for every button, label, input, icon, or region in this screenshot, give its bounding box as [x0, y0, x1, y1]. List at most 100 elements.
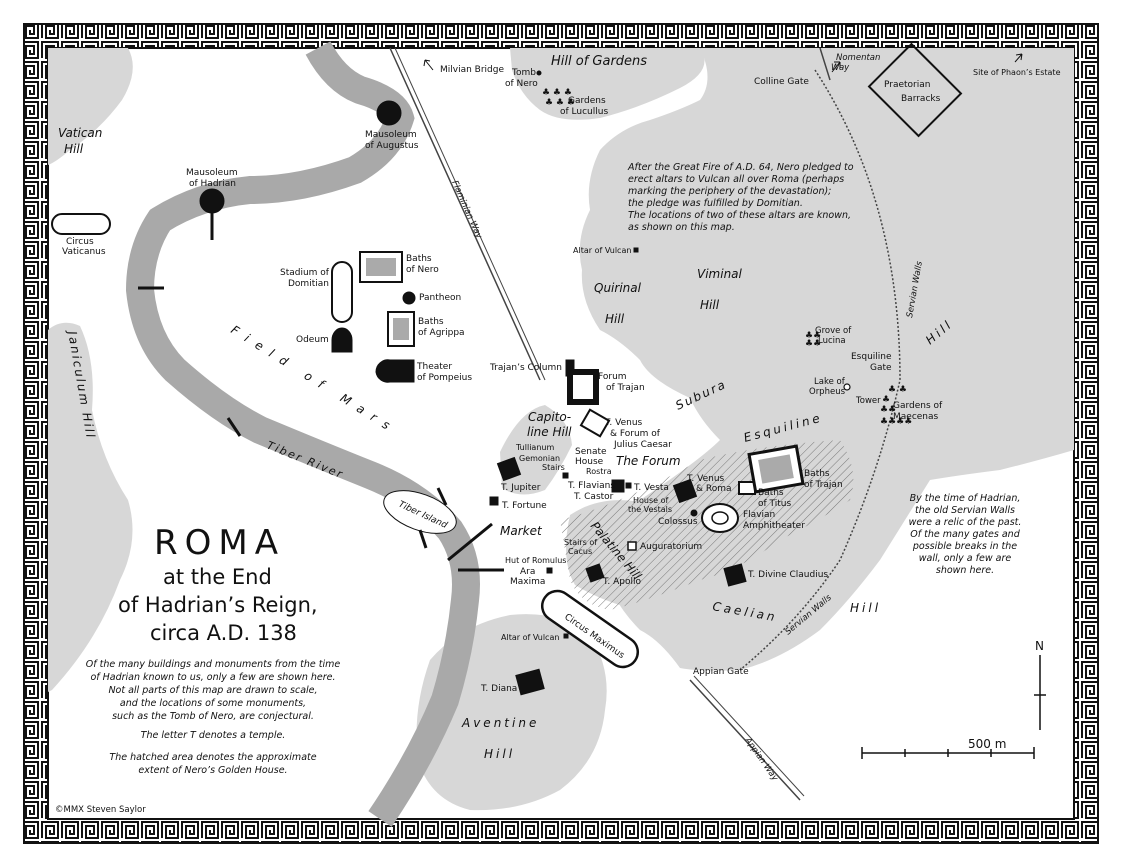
pantheon-marker: [402, 291, 416, 305]
mausoleum-augustus-label: of Augustus: [365, 141, 419, 151]
praetorian-label: Praetorian: [884, 80, 930, 90]
esquiline-gate-label: Gate: [870, 363, 892, 373]
flavian-amphitheater-shape: [701, 503, 739, 533]
gemonian-label: Stairs: [542, 463, 565, 472]
altar-vulcan-2-marker: [563, 633, 569, 639]
altar-vulcan-1-marker: [633, 247, 639, 253]
vesta-marker: [625, 482, 632, 489]
venus-caesar-label: Julius Caesar: [613, 440, 672, 450]
hill-of-gardens-area: [510, 48, 705, 120]
hatch-line: The hatched area denotes the approximate: [109, 752, 316, 763]
grove-lucina-label: Grove of: [815, 326, 852, 336]
baths-titus-shape: [738, 481, 756, 495]
roads: [389, 47, 901, 801]
flavians-label: T. Flavians: [567, 481, 615, 491]
forum-trajan-label: Forum: [598, 372, 627, 382]
svg-text:♣ ♣: ♣ ♣: [888, 385, 907, 395]
milvian-bridge-label: Milvian Bridge: [440, 65, 504, 75]
walls-line: were a relic of the past.: [909, 517, 1022, 528]
diana-label: T. Diana: [480, 684, 517, 694]
tree-glyphs: ♣ ♣ ♣♣ ♣ ♣ ♣♣♣♣ ♣ ♣♣ ♣♣♣♣♣♣: [542, 88, 912, 427]
hatch-line: extent of Nero’s Golden House.: [138, 765, 287, 776]
svg-text:♣♣: ♣♣: [805, 339, 821, 349]
fortune-marker: [489, 496, 499, 506]
direction-arrows: [423, 53, 1023, 73]
baths-trajan-label: Baths: [804, 469, 830, 479]
copyright-text: ©MMX Steven Saylor: [55, 805, 146, 815]
tower-label: Tower: [855, 396, 881, 406]
stadium-domitian-shape: [331, 261, 353, 323]
hill-of-gardens-label: Hill of Gardens: [551, 54, 647, 69]
apollo-marker: [585, 563, 605, 583]
title-line-2: of Hadrian’s Reign,: [118, 593, 318, 617]
hut-romulus-label: Hut of Romulus: [505, 556, 566, 565]
north-arrow-icon: [1034, 655, 1046, 730]
viminal-hill-label: Hill: [700, 298, 720, 312]
fire-line: the pledge was fulfilled by Domitian.: [628, 198, 803, 209]
circus-vaticanus-label: Vaticanus: [62, 247, 106, 257]
mausoleum-augustus-marker: [376, 100, 402, 126]
aventine-hill-label: Aventine: [461, 716, 539, 730]
title-line-1: at the End: [163, 565, 272, 589]
stairs-cacus-label: Stairs of: [564, 538, 597, 547]
appian-gate-label: Appian Gate: [693, 667, 749, 677]
fire-line: erect altars to Vulcan all over Roma (pe…: [628, 174, 844, 185]
intro-note: Of the many buildings and monuments from…: [86, 659, 341, 776]
vatican-hill-area: [48, 48, 133, 165]
scale-label: 500 m: [968, 737, 1006, 751]
mausoleum-hadrian-label: of Hadrian: [189, 179, 236, 189]
auguratorium-marker: [627, 541, 637, 551]
gardens-maecenas-label: Maecenas: [893, 412, 939, 422]
stadium-label: Stadium of: [280, 268, 330, 278]
walls-note: By the time of Hadrian, the old Servian …: [909, 493, 1022, 576]
esquiline-gate-label: Esquiline: [851, 352, 892, 362]
walls-line: shown here.: [936, 565, 994, 576]
fortune-label: T. Fortune: [501, 501, 547, 511]
ara-maxima-label: Ara: [520, 567, 535, 577]
nomentan-way-label: Way: [831, 63, 850, 73]
intro-line: of Hadrian known to us, only a few are s…: [90, 672, 335, 683]
jupiter-label: T. Jupiter: [500, 483, 541, 493]
janiculum-hill-area: [48, 322, 133, 692]
odeum-label: Odeum: [296, 335, 329, 345]
diana-marker: [515, 668, 545, 696]
phaon-label: Site of Phaon’s Estate: [973, 68, 1061, 77]
intro-line: Of the many buildings and monuments from…: [86, 659, 341, 670]
gardens-lucullus-label: Gardens: [568, 96, 606, 106]
forum-trajan-shape: [567, 369, 599, 405]
mausoleum-augustus-label: Mausoleum: [365, 130, 417, 140]
claudius-marker: [723, 563, 747, 587]
trajans-column-label: Trajan’s Column: [489, 363, 562, 373]
intro-line: Not all parts of this map are drawn to s…: [108, 685, 317, 696]
mausoleum-hadrian-label: Mausoleum: [186, 168, 238, 178]
forum-trajan-label: of Trajan: [606, 383, 645, 393]
vatican-hill-label: Hill: [64, 142, 84, 156]
venus-roma-marker: [672, 478, 698, 504]
house-vestals-label: House of: [633, 496, 669, 505]
svg-text:♣♣♣♣: ♣♣♣♣: [880, 417, 912, 427]
svg-text:♣ ♣ ♣: ♣ ♣ ♣: [545, 98, 575, 108]
gardens-maecenas-label: Gardens of: [893, 401, 943, 411]
walls-line: Of the many gates and: [910, 529, 1020, 540]
walls-line: wall, only a few are: [919, 553, 1012, 564]
title-line-3: circa A.D. 138: [150, 621, 297, 645]
apollo-label: T. Apollo: [602, 577, 642, 587]
baths-titus-label: of Titus: [758, 499, 791, 509]
svg-text:♣ ♣ ♣: ♣ ♣ ♣: [542, 88, 572, 98]
stairs-cacus-label: Cacus: [568, 547, 592, 556]
nomentan-way-label: Nomentan: [836, 53, 880, 63]
circus-maximus-shape: [540, 589, 640, 669]
svg-text:♣: ♣: [882, 395, 890, 405]
fire-line: After the Great Fire of A.D. 64, Nero pl…: [627, 162, 854, 173]
theater-pompeius-shape: [375, 359, 415, 383]
fire-line: The locations of two of these altars are…: [628, 210, 851, 221]
circus-vaticanus-label: Circus: [66, 237, 94, 247]
temple-note: The letter T denotes a temple.: [141, 730, 286, 741]
gardens-lucullus-label: of Lucullus: [560, 107, 608, 117]
walls-line: By the time of Hadrian,: [910, 493, 1021, 504]
ara-maxima-marker: [546, 567, 553, 574]
market-label: Market: [500, 524, 543, 538]
intro-line: and the locations of some monuments,: [120, 698, 306, 709]
baths-titus-label: Baths: [758, 488, 784, 498]
